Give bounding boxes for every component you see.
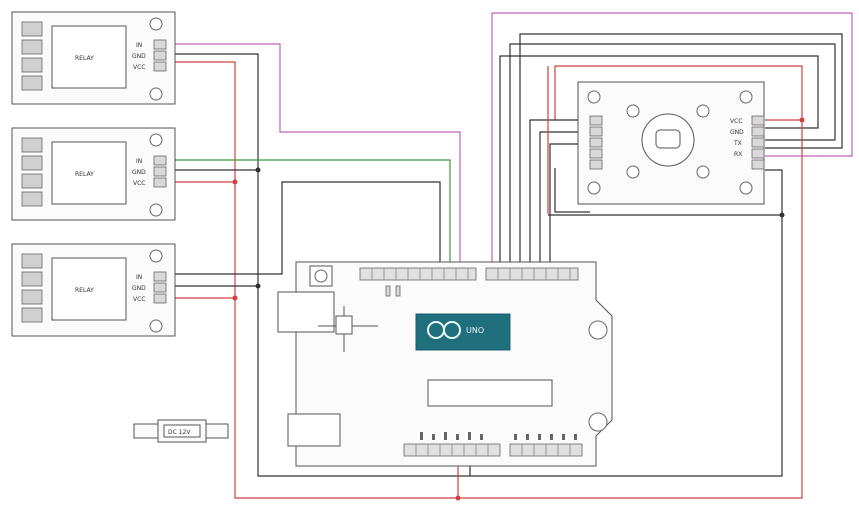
wire-magenta-top: [491, 12, 853, 262]
sensor-pin-label: VCC: [730, 118, 742, 125]
junction-dot: [232, 295, 238, 301]
relay-label: RELAY: [75, 287, 94, 294]
wire-black-sensor-left2: [539, 131, 590, 262]
bottom-header-label-marks: [420, 432, 577, 440]
mount-hole: [149, 87, 163, 101]
wire-black-sensor-left4: [554, 168, 590, 213]
screw-terminal: [21, 137, 43, 207]
junction-dot: [455, 495, 461, 501]
power-jack: [287, 413, 341, 447]
wire-black-relay3-in: [170, 181, 441, 275]
relay-label: RELAY: [75, 55, 94, 62]
reset-button-cap: [314, 269, 328, 283]
mount-hole: [587, 90, 601, 104]
mount-hole: [149, 133, 163, 147]
crystal: [335, 315, 353, 335]
screw-terminal: [21, 21, 43, 91]
mount-hole: [149, 17, 163, 31]
digital-header-right: [485, 267, 579, 281]
sensor-pin-label: GND: [730, 129, 744, 136]
junction-dot: [255, 167, 261, 173]
arduino-outline: [295, 261, 613, 467]
relay-module-2: RELAY IN GND VCC: [11, 127, 176, 221]
junction-dot: [255, 283, 261, 289]
wire-black-relay1-gnd: [170, 53, 259, 170]
icsp-pin: [385, 285, 391, 297]
mount-hole: [626, 104, 640, 118]
adapter-tip: [205, 423, 229, 439]
bottom-header-pin-marks: [415, 444, 571, 456]
junction-dot: [232, 179, 238, 185]
pin-label-vcc: VCC: [133, 296, 145, 303]
arduino-board: UNO: [277, 261, 613, 467]
sensor-pin-label: RX: [734, 151, 742, 158]
mount-hole: [739, 90, 753, 104]
mount-hole: [588, 412, 608, 432]
mount-hole: [149, 203, 163, 217]
wire-red-outer: [170, 61, 803, 499]
adapter-cable-end: [133, 423, 161, 439]
sensor-lens-window: [655, 129, 681, 149]
wire-green-relay2: [170, 159, 451, 262]
sensor-pin-label: TX: [733, 140, 742, 147]
wire-black-sensor-left3: [549, 143, 590, 262]
mount-hole: [587, 181, 601, 195]
mount-hole: [739, 181, 753, 195]
wire-black-right-rail: [257, 169, 783, 477]
pin-header: [153, 271, 167, 304]
mount-hole: [696, 165, 710, 179]
pin-label-in: IN: [136, 274, 142, 281]
relay-module-3: RELAY IN GND VCC: [11, 243, 176, 337]
microcontroller-chip: [427, 379, 553, 407]
arduino-logo-infinity: [443, 321, 461, 339]
power-adapter-plug: DC 12V: [133, 419, 229, 443]
pin-label-in: IN: [136, 158, 142, 165]
pin-header: [153, 155, 167, 188]
mount-hole: [149, 249, 163, 263]
adapter-label-area: [163, 424, 201, 438]
junction-dot: [799, 117, 805, 123]
wire-magenta-relay1: [170, 43, 461, 262]
sensor-right-header: [751, 115, 765, 170]
wire-black-sensor-b: [519, 33, 843, 262]
mount-hole: [149, 319, 163, 333]
relay-module-1: RELAY IN GND VCC: [11, 11, 176, 105]
arduino-logo-text: UNO: [466, 326, 484, 335]
wire-black-sensor-left1: [529, 119, 590, 262]
wires: [170, 12, 853, 501]
pin-label-in: IN: [136, 42, 142, 49]
sensor-left-header: [589, 115, 603, 170]
pin-label-gnd: GND: [132, 285, 146, 292]
icsp-pin: [395, 285, 401, 297]
wire-red-sensor: [554, 65, 803, 121]
pin-label-vcc: VCC: [133, 64, 145, 71]
header-pin-marks: [371, 268, 571, 280]
pin-label-vcc: VCC: [133, 180, 145, 187]
mount-hole: [626, 165, 640, 179]
screw-terminal: [21, 253, 43, 323]
wire-black-sensor-c: [499, 55, 819, 262]
junction-dot: [779, 212, 785, 218]
wire-black-sensor-a: [509, 43, 836, 262]
usb-port: [277, 291, 335, 333]
pin-label-gnd: GND: [132, 53, 146, 60]
pin-label-gnd: GND: [132, 169, 146, 176]
adapter-label: DC 12V: [168, 429, 191, 436]
relay-label: RELAY: [75, 171, 94, 178]
sensor-module: VCC GND TX RX: [577, 81, 765, 205]
mount-hole: [588, 320, 608, 340]
arduino-logo: [415, 313, 511, 351]
pin-header: [153, 39, 167, 72]
mount-hole: [696, 104, 710, 118]
digital-header-left: [359, 267, 477, 281]
